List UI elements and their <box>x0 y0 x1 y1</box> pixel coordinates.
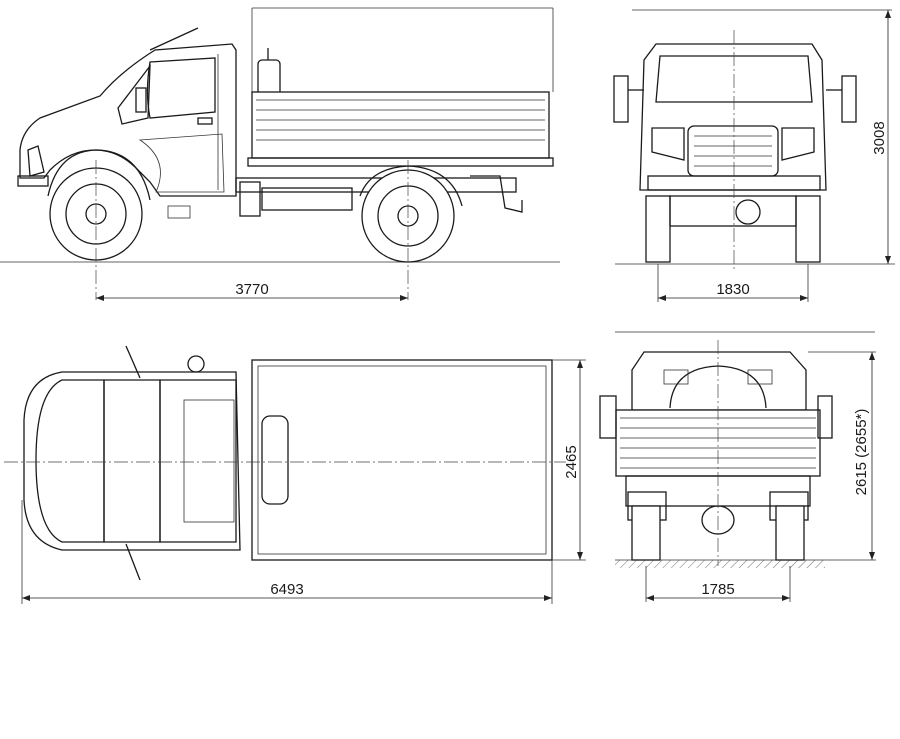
top-mirror-arm-right <box>125 543 141 581</box>
top-mirror-arm-left <box>125 345 141 379</box>
wheelbase-dim-arrow-right <box>400 295 408 301</box>
side-cab-body <box>19 43 237 197</box>
rear-height-label: 2615 (2655*) <box>853 409 870 496</box>
front-headlight-right <box>781 127 815 161</box>
top-hood <box>35 379 105 543</box>
rear-wheel-left <box>631 505 661 561</box>
rear-track-arrow-right <box>782 595 790 601</box>
length-label: 6493 <box>270 581 303 598</box>
top-exhaust <box>187 355 205 373</box>
front-wheel-right <box>795 195 821 263</box>
rear-ground-hatch <box>615 560 825 568</box>
front-cab-body <box>639 43 827 191</box>
side-cab-door-lower <box>138 133 225 193</box>
side-view: 3770 <box>0 7 560 301</box>
side-fuel-tank-bracket <box>239 181 261 217</box>
top-cab-rear-panel <box>183 399 235 523</box>
side-front-bumper <box>17 175 49 187</box>
front-track-arrow-right <box>800 295 808 301</box>
front-track-arrow-left <box>658 295 666 301</box>
rear-mirror-right <box>817 395 833 439</box>
front-headlight-left <box>651 127 685 161</box>
rear-cab-window-right <box>747 369 773 385</box>
length-arrow-left <box>22 595 30 601</box>
front-mirror-right <box>841 75 857 123</box>
side-mirror <box>135 87 147 113</box>
side-fuel-tank <box>261 187 353 211</box>
side-front-wheel-arch <box>47 149 151 201</box>
length-arrow-right <box>544 595 552 601</box>
rear-cab-back <box>631 351 807 411</box>
rear-wheel-right <box>775 505 805 561</box>
side-headlight <box>27 145 45 177</box>
rear-track-label: 1785 <box>701 581 734 598</box>
front-windshield <box>655 55 813 103</box>
rear-cab-window-left <box>663 369 689 385</box>
rear-view: 2615 (2655*) 1785 <box>599 331 876 602</box>
height-label: 3008 <box>871 121 888 154</box>
front-view: 3008 1830 <box>613 9 895 302</box>
wheelbase-dim-arrow-left <box>96 295 104 301</box>
wheelbase-label: 3770 <box>235 281 268 298</box>
body-width-arrow-top <box>577 360 583 368</box>
rear-height-arrow-top <box>869 352 875 360</box>
body-width-arrow-bottom <box>577 552 583 560</box>
front-track-label: 1830 <box>716 281 749 298</box>
rear-track-arrow-left <box>646 595 654 601</box>
front-wheel-left <box>645 195 671 263</box>
rear-tailgate <box>615 409 821 477</box>
side-antenna <box>149 27 199 51</box>
front-axle-assembly <box>669 195 797 227</box>
top-spare-wheel <box>261 415 289 505</box>
front-mirror-left <box>613 75 629 123</box>
rear-mirror-left <box>599 395 617 439</box>
side-cargo-floor <box>247 157 554 167</box>
height-dim-arrow-bottom <box>885 256 891 264</box>
top-cargo-bed <box>251 359 553 561</box>
side-door-handle <box>197 117 213 125</box>
top-cargo-bed-inner <box>257 365 547 555</box>
side-cargo-box <box>251 91 550 159</box>
top-view: 2465 6493 <box>4 345 586 604</box>
height-dim-arrow-top <box>885 10 891 18</box>
top-cab-roof <box>159 379 237 543</box>
side-step <box>167 205 191 219</box>
body-width-label: 2465 <box>563 445 580 478</box>
top-cab-outline <box>23 371 241 551</box>
side-rear-hitch <box>470 175 523 213</box>
rear-height-arrow-bottom <box>869 552 875 560</box>
front-differential <box>735 199 761 225</box>
side-cab-window <box>146 57 216 119</box>
side-cab-vent-window <box>117 63 151 125</box>
